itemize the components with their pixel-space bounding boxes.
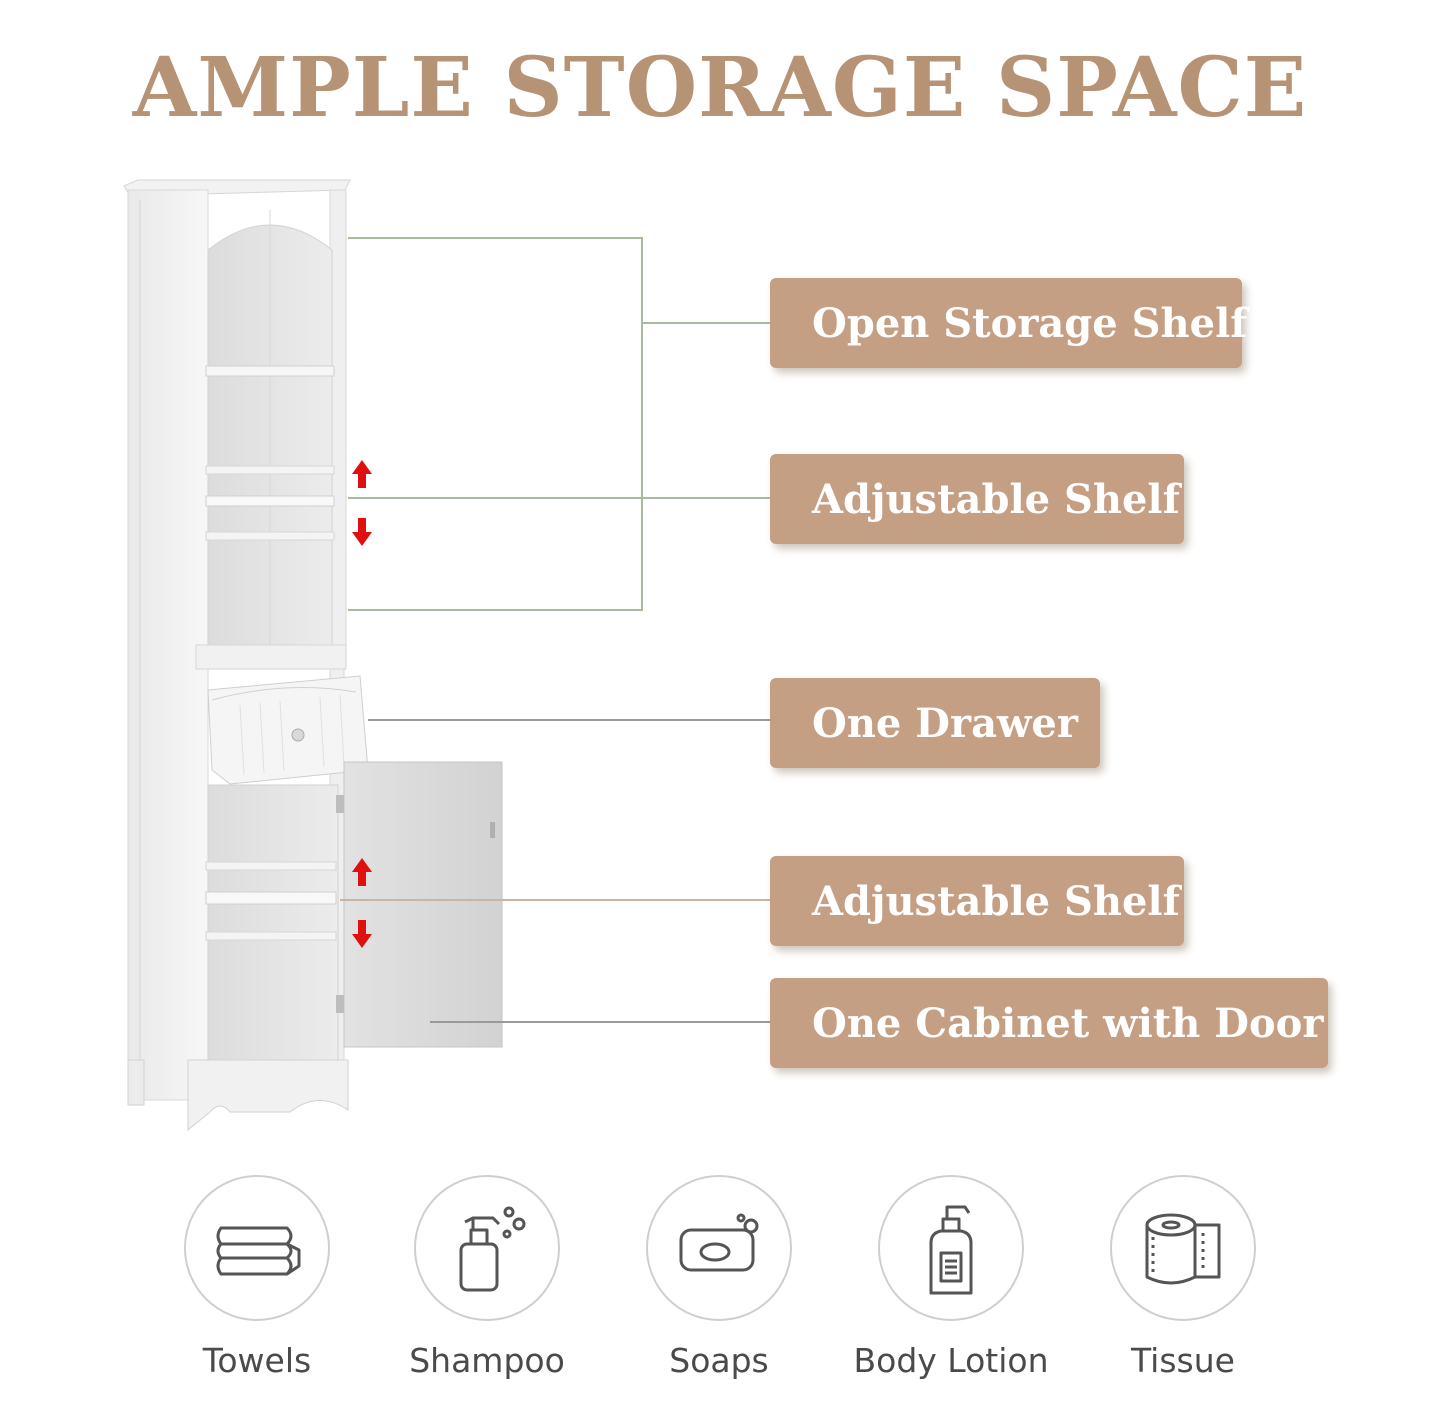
usage-label: Body Lotion [853, 1341, 1049, 1380]
shampoo-icon [414, 1175, 560, 1321]
usage-shampoo: Shampoo [372, 1175, 602, 1380]
drawer [207, 675, 369, 785]
usage-soaps: Soaps [604, 1175, 834, 1380]
connector-open-shelf [348, 237, 770, 611]
label-one-drawer: One Drawer [770, 678, 1100, 768]
label-adjustable-shelf-lower: Adjustable Shelf [770, 856, 1184, 946]
soap-icon [646, 1175, 792, 1321]
page-title: AMPLE STORAGE SPACE [132, 40, 1308, 136]
cabinet-door [336, 761, 503, 1048]
towels-icon [184, 1175, 330, 1321]
usage-tissue: Tissue [1068, 1175, 1298, 1380]
usage-label: Soaps [669, 1341, 769, 1380]
open-shelf-interior [195, 210, 347, 670]
label-adjustable-shelf-upper: Adjustable Shelf [770, 454, 1184, 544]
adjust-arrows-upper [352, 460, 372, 546]
body-lotion-icon [878, 1175, 1024, 1321]
usage-label: Shampoo [409, 1341, 565, 1380]
adjust-arrows-lower [352, 858, 372, 948]
usage-label: Tissue [1131, 1341, 1235, 1380]
usage-towels: Towels [142, 1175, 372, 1380]
cabinet-base [127, 1059, 349, 1132]
usage-body-lotion: Body Lotion [836, 1175, 1066, 1380]
label-one-cabinet-with-door: One Cabinet with Door [770, 978, 1328, 1068]
lower-cabinet-interior [205, 784, 339, 1061]
tissue-icon [1110, 1175, 1256, 1321]
usage-label: Towels [202, 1341, 312, 1380]
label-open-storage-shelf: Open Storage Shelf [770, 278, 1247, 368]
